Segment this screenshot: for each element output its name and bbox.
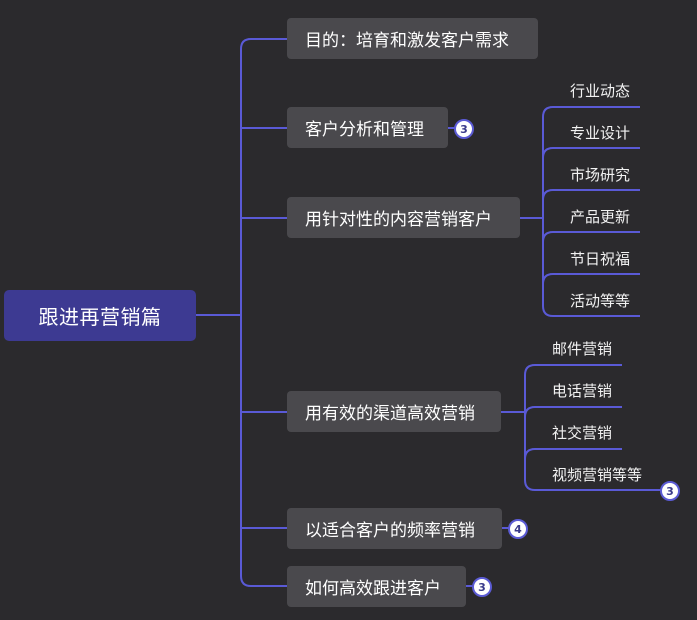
leaf-topic[interactable]: 产品更新: [570, 208, 631, 226]
main-spine: [240, 38, 287, 587]
sub-spine-channels: [524, 364, 622, 376]
leaf-topic[interactable]: 电话营销: [552, 382, 613, 400]
leaf-topic[interactable]: 专业设计: [570, 124, 631, 142]
leaf-topic[interactable]: 视频营销等等: [552, 466, 643, 484]
collapsed-count-badge[interactable]: 4: [508, 519, 528, 539]
collapsed-count-badge[interactable]: 3: [454, 119, 474, 139]
collapsed-count-badge[interactable]: 3: [660, 481, 680, 501]
collapsed-count-badge[interactable]: 3: [472, 577, 492, 597]
leaf-topic[interactable]: 活动等等: [570, 292, 631, 310]
leaf-topic[interactable]: 市场研究: [570, 166, 631, 184]
branch-topic-frequency[interactable]: 以适合客户的频率营销: [287, 508, 502, 549]
branch-topic-follow-up[interactable]: 如何高效跟进客户: [287, 566, 466, 607]
branch-topic-customer-analysis[interactable]: 客户分析和管理: [287, 107, 448, 148]
sub-spine-content: [542, 106, 640, 118]
branch-topic-channels[interactable]: 用有效的渠道高效营销: [287, 391, 501, 432]
leaf-topic[interactable]: 社交营销: [552, 424, 613, 442]
branch-topic-content-marketing[interactable]: 用针对性的内容营销客户: [287, 197, 520, 238]
leaf-topic[interactable]: 行业动态: [570, 82, 631, 100]
leaf-topic[interactable]: 邮件营销: [552, 340, 613, 358]
leaf-topic[interactable]: 节日祝福: [570, 250, 631, 268]
root-topic[interactable]: 跟进再营销篇: [4, 290, 196, 341]
branch-topic-purpose[interactable]: 目的：培育和激发客户需求: [287, 18, 538, 59]
